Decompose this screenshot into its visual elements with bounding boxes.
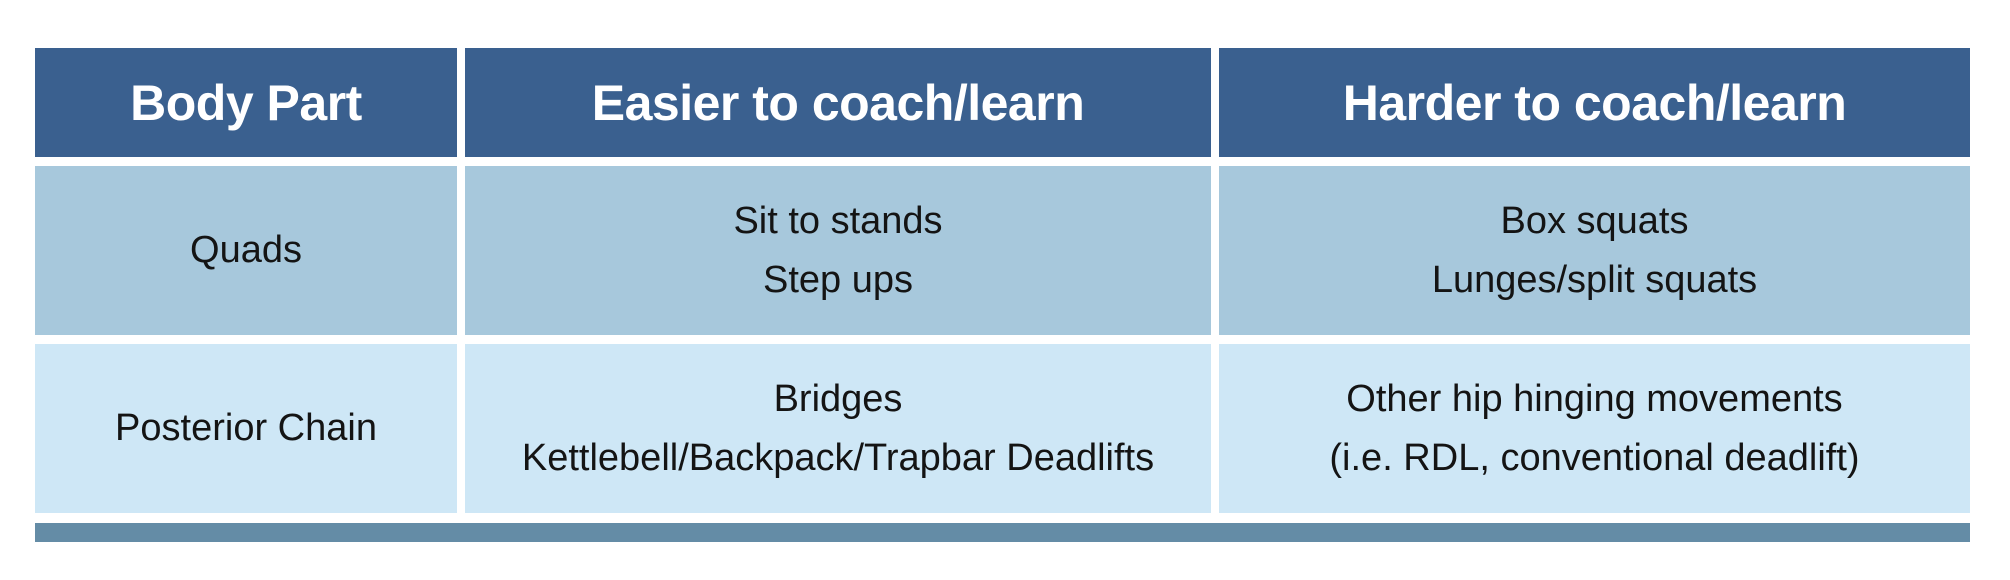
exercise-table: Body Part Easier to coach/learn Harder t… <box>35 48 1970 542</box>
table-cell-line: Box squats <box>1500 199 1689 242</box>
header-body-part: Body Part <box>35 48 457 157</box>
table-cell-line: Kettlebell/Backpack/Trapbar Deadlifts <box>521 436 1155 479</box>
header-easier: Easier to coach/learn <box>465 48 1211 157</box>
table-bottom-rule <box>35 523 1970 542</box>
table-grid: Body Part Easier to coach/learn Harder t… <box>35 48 1970 513</box>
row-posterior-harder: Other hip hinging movements (i.e. RDL, c… <box>1219 344 1970 513</box>
table-cell-line: Lunges/split squats <box>1431 258 1758 301</box>
table-cell-line: Sit to stands <box>733 199 943 242</box>
row-quads-body-part: Quads <box>35 166 457 335</box>
table-cell-line: Step ups <box>763 258 913 301</box>
row-quads-easier: Sit to stands Step ups <box>465 166 1211 335</box>
table-cell-line: Bridges <box>773 377 903 420</box>
row-posterior-body-part: Posterior Chain <box>35 344 457 513</box>
header-harder: Harder to coach/learn <box>1219 48 1970 157</box>
table-cell-line: (i.e. RDL, conventional deadlift) <box>1329 436 1860 479</box>
table-cell-line: Other hip hinging movements <box>1346 377 1843 420</box>
row-quads-harder: Box squats Lunges/split squats <box>1219 166 1970 335</box>
row-posterior-easier: Bridges Kettlebell/Backpack/Trapbar Dead… <box>465 344 1211 513</box>
